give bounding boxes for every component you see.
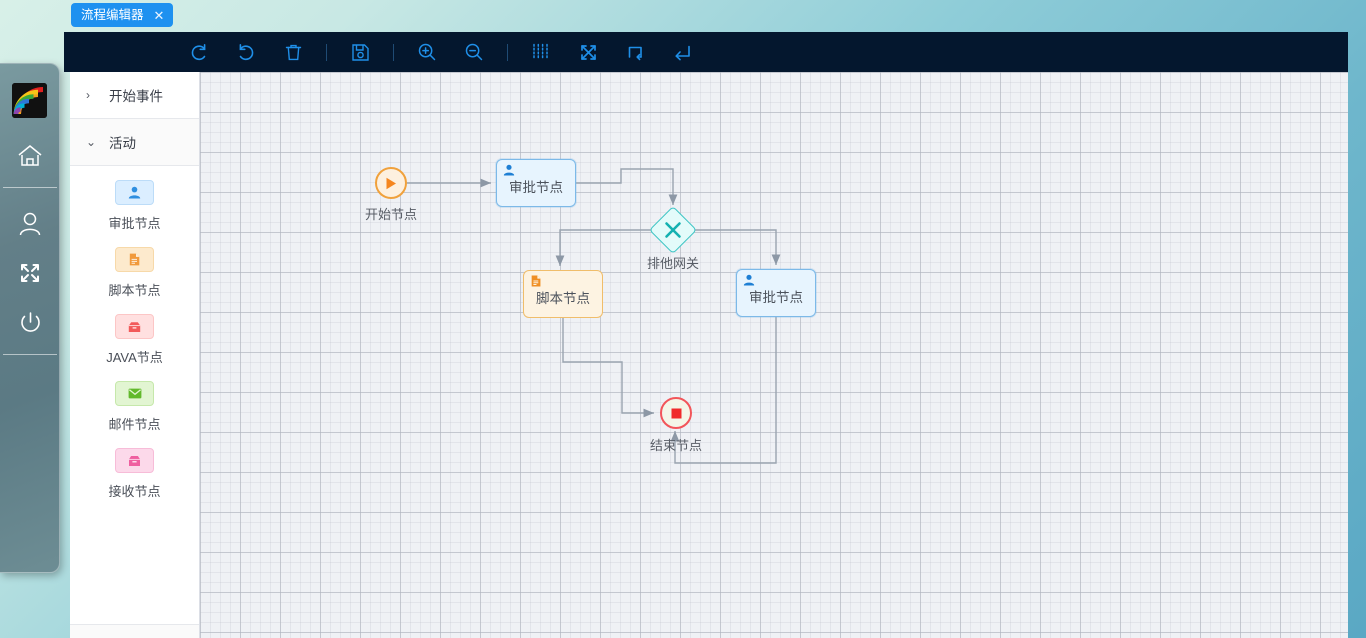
edge-gateway-to-approval2 [690,229,781,266]
redo-icon[interactable] [229,35,263,69]
node-start-event[interactable]: 开始节点 [365,167,417,222]
user-icon [502,163,516,177]
palette-section-label: 开始事件 [109,89,163,104]
node-label: 排他网关 [646,256,699,271]
node-user-task-2[interactable]: 审批节点 [736,269,816,317]
user-task-shape: 审批节点 [496,159,576,207]
grid-icon[interactable] [524,35,558,69]
node-palette: › 开始事件 ⌄ 活动 审批节点 [70,72,200,638]
rainbow-logo[interactable] [12,83,47,118]
palette-item-java-task[interactable]: JAVA节点 [70,314,199,366]
node-exclusive-gateway[interactable]: 排他网关 [647,205,699,271]
editor-toolbar [64,32,1348,72]
delete-icon[interactable] [276,35,310,69]
stop-icon [671,408,681,418]
node-label: 开始节点 [364,207,417,222]
undo-icon[interactable] [182,35,216,69]
edge-approval1-to-gateway [576,168,678,206]
palette-item-label: 审批节点 [108,216,161,231]
node-end-event[interactable]: 结束节点 [650,397,702,453]
toolbar-divider-2 [393,43,394,61]
palette-item-script-task[interactable]: 脚本节点 [70,247,199,299]
palette-section-next[interactable] [70,624,199,638]
script-task-shape: 脚本节点 [523,270,603,318]
end-event-shape [660,397,692,429]
edge-script-to-end [562,314,655,418]
reset-icon[interactable] [618,35,652,69]
zoom-in-icon[interactable] [410,35,444,69]
tab-strip: 流程编辑器 ✕ [64,0,1348,32]
home-icon[interactable] [0,136,60,176]
user-node-icon [115,180,154,205]
palette-item-label: JAVA节点 [106,350,163,365]
mail-node-icon [115,381,154,406]
edge-gateway-to-script [555,229,656,267]
user-task-shape: 审批节点 [736,269,816,317]
close-icon[interactable]: ✕ [153,7,165,23]
fit-screen-icon[interactable] [571,35,605,69]
receive-node-icon [115,448,154,473]
dock-divider-top [3,187,57,188]
power-icon[interactable] [0,302,60,342]
start-event-shape [375,167,407,199]
chevron-right-icon: › [86,88,90,102]
node-label: 审批节点 [509,180,563,195]
dock-divider-bottom [3,354,57,355]
chevron-down-icon: ⌄ [86,135,97,149]
node-label: 审批节点 [749,290,803,305]
palette-section-activities[interactable]: ⌄ 活动 [70,119,199,166]
script-node-icon [115,247,154,272]
palette-items: 审批节点 脚本节点 [70,166,199,500]
fullscreen-icon[interactable] [0,253,60,293]
user-icon [742,273,756,287]
toolbar-divider-1 [326,43,327,61]
java-node-icon [115,314,154,339]
palette-section-label: 活动 [109,136,136,151]
node-user-task-1[interactable]: 审批节点 [496,159,576,207]
user-icon[interactable] [0,204,60,244]
palette-item-label: 脚本节点 [108,283,161,298]
toolbar-divider-3 [507,43,508,61]
flow-canvas[interactable]: 开始节点 审批节点 排他网关 [200,72,1348,638]
edge-approval2-to-end [670,313,777,464]
node-label: 脚本节点 [536,291,590,306]
play-icon [386,177,396,189]
script-icon [529,274,543,288]
desktop-dock [0,63,60,573]
palette-item-label: 接收节点 [108,484,161,499]
palette-item-mail-task[interactable]: 邮件节点 [70,381,199,433]
tab-process-editor[interactable]: 流程编辑器 ✕ [71,3,174,27]
gateway-x-icon [656,213,690,247]
palette-section-start-events[interactable]: › 开始事件 [70,72,199,119]
palette-item-user-task[interactable]: 审批节点 [70,180,199,232]
flow-edges [407,168,781,464]
save-icon[interactable] [343,35,377,69]
palette-item-receive-task[interactable]: 接收节点 [70,448,199,500]
node-label: 结束节点 [649,438,702,453]
enter-icon[interactable] [665,35,699,69]
palette-item-label: 邮件节点 [108,417,161,432]
node-script-task[interactable]: 脚本节点 [523,270,603,318]
tab-title: 流程编辑器 [81,7,144,22]
zoom-out-icon[interactable] [457,35,491,69]
